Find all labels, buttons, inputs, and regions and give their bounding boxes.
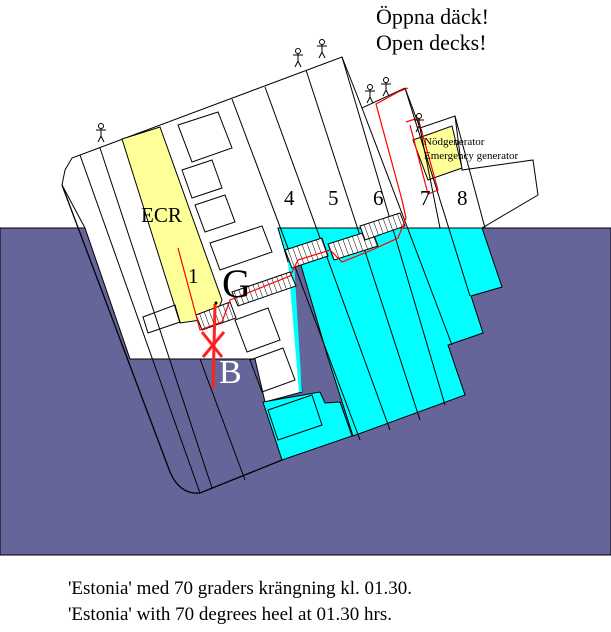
cabin-boxes <box>142 111 323 441</box>
compartment-label-8: 8 <box>457 186 468 210</box>
g-label: G <box>222 261 251 306</box>
buoyancy-marker <box>200 303 226 389</box>
flood-sliver <box>288 262 302 392</box>
person-icon <box>293 48 303 68</box>
emergency-generator-room <box>412 125 463 181</box>
header-english: Open decks! <box>376 30 487 55</box>
compartment-label-7: 7 <box>420 186 431 210</box>
person-icon <box>96 123 106 143</box>
person-icon <box>381 77 391 97</box>
stairway <box>284 237 329 269</box>
stairway <box>359 212 406 241</box>
compartment-label-6: 6 <box>373 186 384 210</box>
compartment-label-1: 1 <box>188 264 199 288</box>
person-icon <box>317 39 327 59</box>
ecr-label: ECR <box>141 203 182 227</box>
caption-english: 'Estonia' with 70 degrees heel at 01.30 … <box>68 604 392 625</box>
g-point <box>214 301 218 305</box>
header-swedish: Öppna däck! <box>376 4 490 29</box>
person-icons <box>96 39 424 143</box>
compartment-label-4: 4 <box>284 186 295 210</box>
escape-route <box>177 87 409 331</box>
escape-route-emergency <box>405 117 439 195</box>
compartment-label-5: 5 <box>328 186 339 210</box>
emergency-generator-label-en: Emergency generator <box>424 150 519 162</box>
emergency-generator-label-sv: Nödgenerator <box>424 136 485 148</box>
caption-swedish: 'Estonia' med 70 graders krängning kl. 0… <box>68 578 413 599</box>
person-icon <box>365 84 375 104</box>
person-icon <box>414 113 424 133</box>
b-label: B <box>219 354 242 391</box>
